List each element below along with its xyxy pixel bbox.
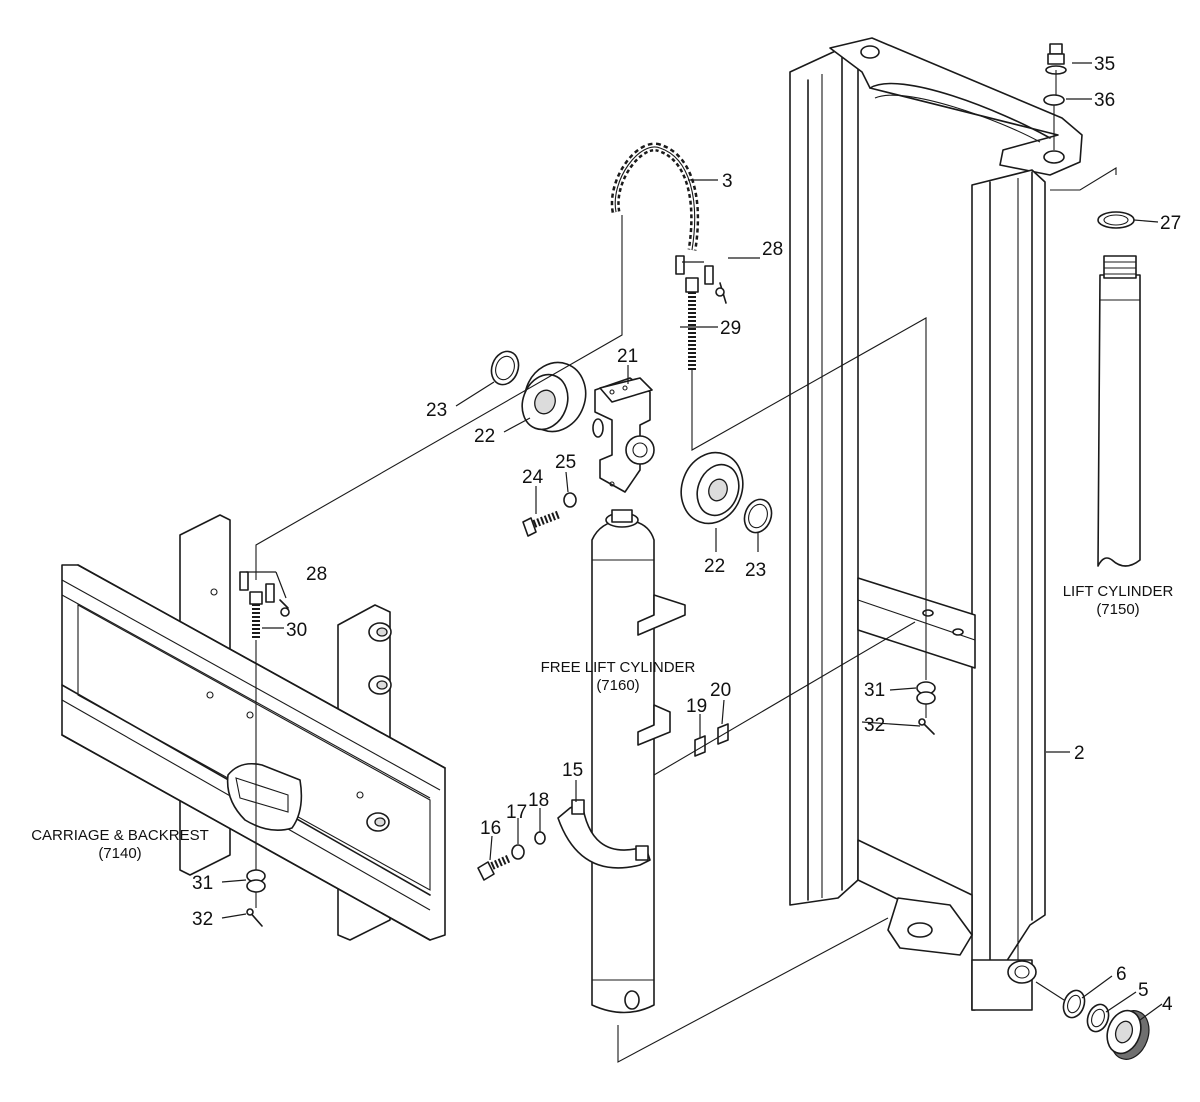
- cotter-pin-32-mast: [918, 718, 935, 735]
- spacer-6: [1062, 989, 1086, 1019]
- cotter-pin-32-carriage: [246, 908, 263, 927]
- callout-5: 5: [1138, 980, 1149, 1001]
- chain-anchor-bolt-30: [249, 591, 263, 640]
- snap-ring-23-left: [490, 350, 520, 386]
- bearing-4: [1106, 1009, 1150, 1060]
- free-lift-cylinder: [591, 509, 686, 1014]
- washer-18: [534, 831, 546, 845]
- callout-24: 24: [522, 467, 544, 488]
- callout-21: 21: [617, 346, 638, 367]
- callout-17: 17: [506, 802, 527, 823]
- callout-22: 22: [474, 426, 495, 447]
- callout-15: 15: [562, 760, 583, 781]
- washer-25: [563, 492, 577, 508]
- assembly-captions: LIFT CYLINDER (7150) FREE LIFT CYLINDER …: [31, 583, 1173, 862]
- callout-28: 28: [762, 239, 783, 260]
- bolt-24: [522, 510, 562, 537]
- callout-28: 28: [306, 564, 327, 585]
- callout-31: 31: [864, 680, 885, 701]
- sheave-22-left: [521, 361, 587, 433]
- free-lift-cylinder-label: FREE LIFT CYLINDER: [541, 659, 696, 676]
- callout-31: 31: [192, 873, 213, 894]
- callout-32: 32: [192, 909, 213, 930]
- leader-lines: [221, 62, 1163, 1021]
- carriage-backrest-ref: (7140): [98, 845, 141, 862]
- callout-32: 32: [864, 715, 885, 736]
- chain-anchor-pin-28: [675, 255, 727, 304]
- callout-23: 23: [426, 400, 447, 421]
- cylinder-clamp-15: [557, 799, 651, 869]
- callout-18: 18: [528, 790, 549, 811]
- callout-16: 16: [480, 818, 501, 839]
- mast-frame: [789, 37, 1083, 1011]
- lift-cylinder-label: LIFT CYLINDER: [1063, 583, 1174, 600]
- callout-20: 20: [710, 680, 731, 701]
- sheave-22-right: [680, 451, 744, 525]
- carriage-backrest-label: CARRIAGE & BACKREST: [31, 827, 209, 844]
- bolt-16: [477, 854, 512, 881]
- callout-numbers: 35 36 27 3 28 29 21 23 22 25 24 22 23 2 …: [192, 54, 1181, 1015]
- chain-anchor-pin-28-carriage: [239, 571, 290, 617]
- callout-3: 3: [722, 171, 733, 192]
- callout-4: 4: [1162, 994, 1173, 1015]
- callout-36: 36: [1094, 90, 1115, 111]
- snap-ring-23-right: [743, 498, 773, 534]
- washer-17: [511, 844, 525, 860]
- lift-chain: [610, 142, 700, 251]
- bolt-35: [1045, 43, 1067, 75]
- callout-27: 27: [1160, 213, 1181, 234]
- chain-anchor-bolt-29: [685, 277, 699, 370]
- nut-31-mast: [916, 681, 936, 705]
- lift-cylinder: [1097, 255, 1141, 567]
- callout-22: 22: [704, 556, 725, 577]
- callout-30: 30: [286, 620, 307, 641]
- callout-25: 25: [555, 452, 576, 473]
- nut-31-carriage: [246, 869, 266, 893]
- callout-29: 29: [720, 318, 741, 339]
- washer-36: [1043, 94, 1065, 106]
- o-ring-27: [1097, 211, 1135, 229]
- callout-23: 23: [745, 560, 766, 581]
- sheave-bracket-21: [592, 377, 655, 493]
- callout-2: 2: [1074, 743, 1085, 764]
- callout-19: 19: [686, 696, 707, 717]
- callout-35: 35: [1094, 54, 1115, 75]
- carriage-backrest: [61, 514, 446, 941]
- assembly-lines: [255, 70, 1117, 1063]
- callout-6: 6: [1116, 964, 1127, 985]
- free-lift-cylinder-ref: (7160): [596, 677, 639, 694]
- lift-cylinder-ref: (7150): [1096, 601, 1139, 618]
